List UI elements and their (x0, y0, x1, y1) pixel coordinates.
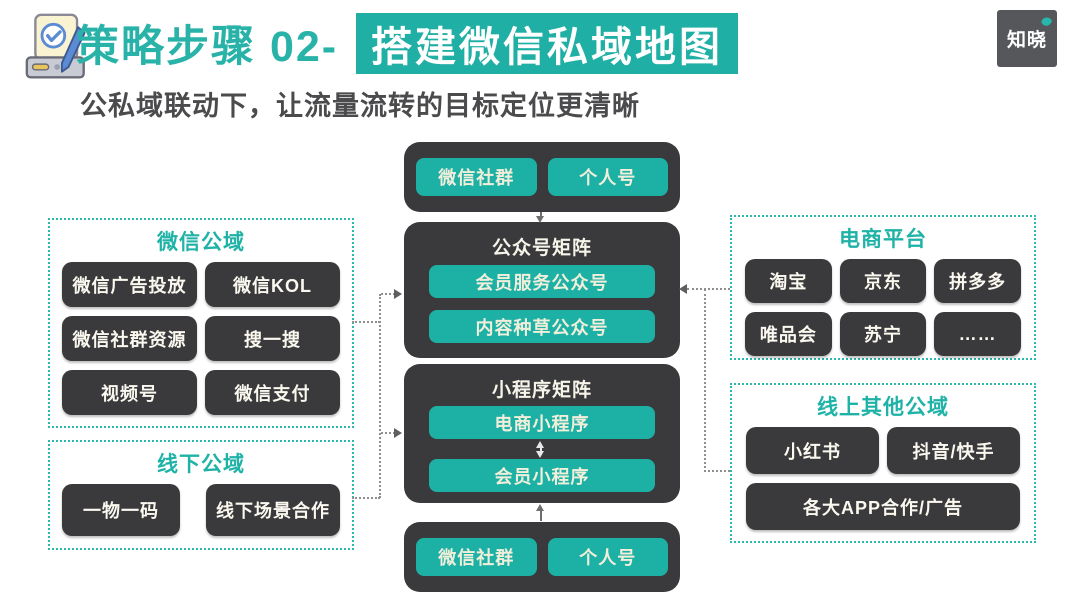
node-personal-account-top: 个人号 (547, 158, 668, 196)
node-official-account-matrix: 公众号矩阵 会员服务公众号 内容种草公众号 (404, 222, 680, 358)
node-offline-scene-cooperation: 线下场景合作 (206, 484, 340, 536)
node-pinduoduo: 拼多多 (934, 259, 1021, 303)
arrow-right-official-icon (394, 289, 402, 299)
node-private-bottom: 微信社群 个人号 (404, 522, 680, 592)
connector-left-trunk (379, 294, 381, 498)
node-taobao: 淘宝 (745, 259, 832, 303)
node-wechat-group-resources: 微信社群资源 (62, 316, 197, 361)
arrow-bottom-to-mini-stem (540, 510, 542, 521)
subtitle: 公私域联动下，让流量流转的目标定位更清晰 (80, 91, 640, 121)
zhixiao-logo: 知晓 (997, 10, 1057, 67)
connector-left-to-mini (381, 432, 395, 434)
node-wechat-pay: 微信支付 (205, 370, 340, 415)
node-suning: 苏宁 (839, 312, 927, 356)
title-highlight: 搭建微信私域地图 (356, 12, 739, 74)
node-ecommerce-miniprogram: 电商小程序 (429, 406, 655, 439)
node-wechat-ads: 微信广告投放 (62, 262, 197, 307)
group-offline-public-domain: 线下公域 一物一码 线下场景合作 (48, 440, 354, 550)
connector-ecommerce-out (687, 288, 730, 290)
node-jd: 京东 (839, 259, 927, 303)
node-one-item-one-code: 一物一码 (62, 484, 180, 536)
group-wechat-public-domain: 微信公域 微信广告投放 微信KOL 微信社群资源 搜一搜 视频号 微信支付 (48, 218, 354, 428)
online-other-title: 线上其他公域 (817, 396, 949, 419)
connector-online-other-out (704, 470, 730, 472)
node-wechat-group-top: 微信社群 (416, 158, 537, 196)
connector-offline-out (352, 497, 380, 499)
connector-left-to-official (381, 293, 395, 295)
group-ecommerce-platforms: 电商平台 淘宝 京东 拼多多 唯品会 苏宁 …… (730, 215, 1036, 360)
node-content-seeding-account: 内容种草公众号 (429, 310, 655, 343)
official-matrix-title: 公众号矩阵 (491, 238, 592, 259)
node-xiaohongshu: 小红书 (746, 427, 879, 474)
node-sou-yi-sou: 搜一搜 (205, 316, 340, 361)
node-miniprogram-matrix: 小程序矩阵 电商小程序 会员小程序 (404, 364, 680, 503)
node-member-miniprogram: 会员小程序 (429, 459, 655, 492)
wechat-public-title: 微信公域 (157, 231, 245, 254)
node-wechat-kol: 微信KOL (205, 262, 340, 307)
node-wechat-group-bottom: 微信社群 (416, 538, 537, 576)
node-video-account: 视频号 (62, 370, 197, 415)
node-ecommerce-ellipsis: …… (934, 312, 1021, 356)
logo-text: 知晓 (1006, 30, 1047, 51)
clipboard-check-icon (22, 12, 98, 84)
connector-wechat-public-out (352, 321, 380, 323)
arrow-down-icon (536, 216, 544, 223)
arrow-down-white-icon (536, 451, 544, 458)
node-private-top: 微信社群 个人号 (404, 142, 680, 212)
miniprogram-matrix-title: 小程序矩阵 (491, 380, 592, 401)
group-other-online-public-domain: 线上其他公域 小红书 抖音/快手 各大APP合作/广告 (730, 383, 1036, 543)
page-title: 策略步骤 02- 搭建微信私域地图 (76, 12, 739, 74)
arrow-double-stem (540, 447, 542, 452)
arrow-top-to-official-stem (540, 212, 542, 217)
node-member-service-account: 会员服务公众号 (429, 265, 655, 298)
ecommerce-title: 电商平台 (839, 228, 927, 251)
node-personal-account-bottom: 个人号 (547, 538, 668, 576)
arrow-up-white-icon (536, 441, 544, 448)
node-douyin-kuaishou: 抖音/快手 (887, 427, 1020, 474)
arrow-left-official-icon (679, 284, 687, 294)
connector-right-trunk (704, 289, 706, 472)
arrow-up-icon (536, 504, 544, 511)
node-app-cooperation-ads: 各大APP合作/广告 (746, 483, 1020, 530)
arrow-right-mini-icon (394, 428, 402, 438)
offline-public-title: 线下公域 (157, 453, 245, 476)
title-prefix: 策略步骤 02- (76, 23, 353, 71)
node-vipshop: 唯品会 (745, 312, 832, 356)
